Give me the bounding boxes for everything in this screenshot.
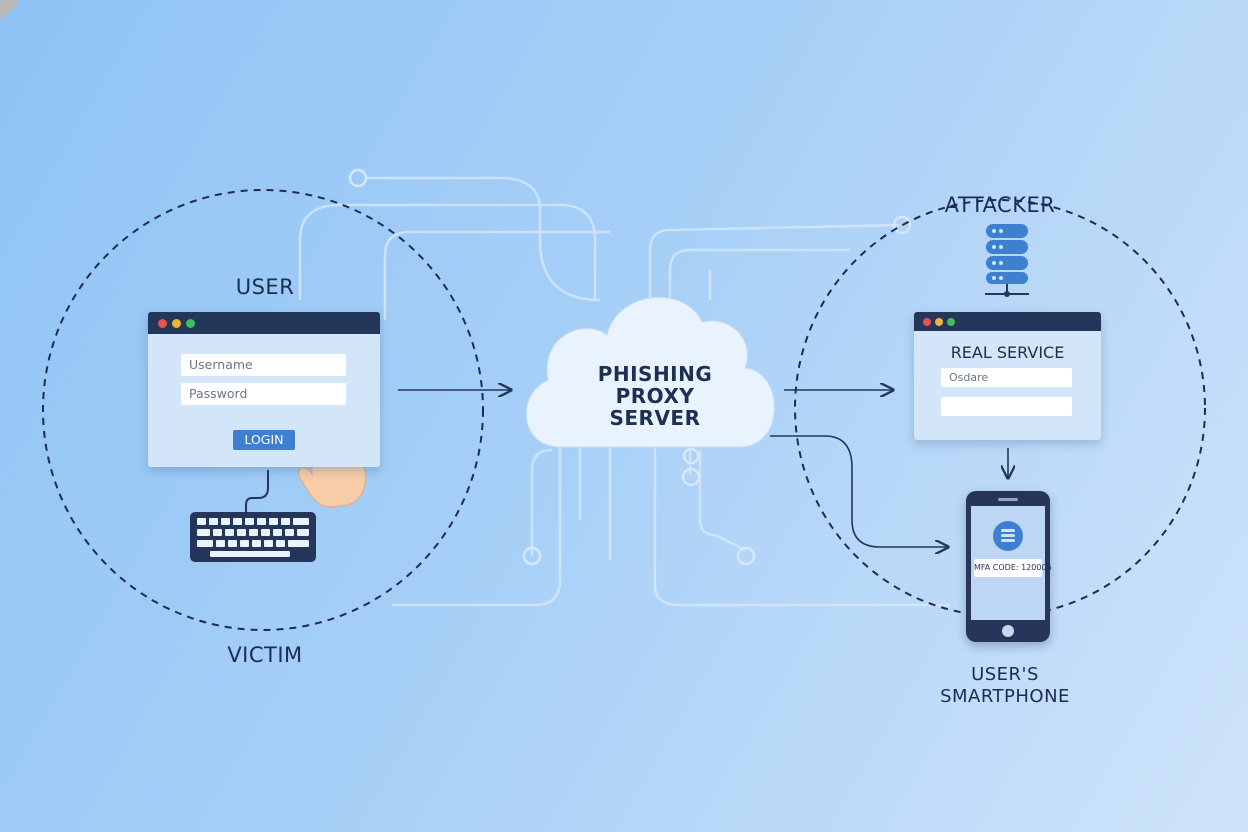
minimize-dot [172,319,181,328]
real-service-input[interactable]: Osdare [941,368,1072,387]
phone-speaker [998,498,1018,501]
real-service-input-2[interactable] [941,397,1072,416]
real-service-titlebar [914,312,1101,331]
phone-database-icon [993,521,1023,551]
password-input[interactable]: Password [181,383,346,405]
username-input[interactable]: Username [181,354,346,376]
login-button[interactable]: LOGIN [233,430,295,450]
real-service-title: REAL SERVICE [950,343,1065,362]
real-service-window: REAL SERVICE Osdare [914,312,1101,440]
smartphone-label-line2: SMARTPHONE [940,686,1070,707]
smartphone: MFA CODE: 120006 [966,491,1052,642]
arrow-proxy-to-phone [770,435,948,547]
victim-label: VICTIM [227,643,303,667]
keyboard-icon [190,470,316,562]
database-server-icon [985,224,1029,297]
close-dot [923,318,931,326]
mfa-code-display: MFA CODE: 120006 [974,559,1052,577]
attacker-label: ATTACKER [944,193,1056,217]
attacker-zone-circle [794,199,1206,617]
phone-home-button [1002,625,1014,637]
minimize-dot [935,318,943,326]
maximize-dot [947,318,955,326]
victim-zone-circle [42,189,484,631]
smartphone-label-line1: USER'S [971,664,1039,685]
proxy-label-line1: PHISHING [597,362,713,386]
proxy-label: PHISHING PROXY SERVER [575,363,735,429]
maximize-dot [186,319,195,328]
phone-screen: MFA CODE: 120006 [971,506,1052,620]
proxy-label-line2: PROXY [615,384,695,408]
circuit-nodes [348,168,912,566]
user-label: USER [235,275,295,299]
cloud-shape [525,296,775,448]
login-window: Username Password LOGIN [148,312,380,467]
proxy-label-line3: SERVER [609,406,701,430]
login-window-titlebar [148,312,380,334]
close-dot [158,319,167,328]
